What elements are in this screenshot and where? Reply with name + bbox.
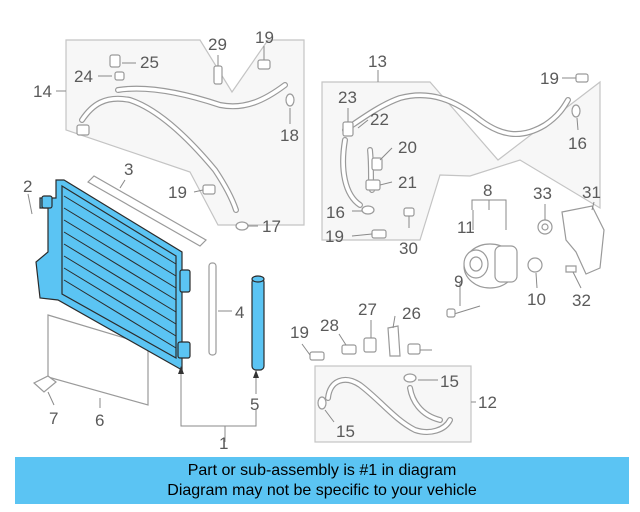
shroud-panel-6 [47,314,149,406]
callout-14: 14 [33,82,52,101]
callout-29: 29 [208,35,227,54]
parts-diagram: 1 2 3 4 5 6 7 8 9 10 11 12 13 14 15 15 1… [23,28,605,453]
callout-25: 25 [140,53,159,72]
callout-4: 4 [235,303,244,322]
group-13-hose-box [321,80,601,241]
callout-10: 10 [527,290,546,309]
callout-32: 32 [572,291,591,310]
callout-18: 18 [280,126,299,145]
callout-17: 17 [262,217,281,236]
seal-strip-3 [87,175,207,247]
callout-19c: 19 [540,69,559,88]
callout-1: 1 [219,434,228,453]
banner-line-1: Part or sub-assembly is #1 in diagram [187,462,457,479]
callout-13: 13 [368,52,387,71]
callout-22: 22 [370,110,389,129]
callout-28: 28 [320,316,339,335]
group-12-hose-box [314,365,472,443]
callout-27: 27 [358,300,377,319]
compressor [371,73,605,318]
callout-19d: 19 [325,227,344,246]
bracket-7 [32,375,57,393]
callout-19e: 19 [290,323,309,342]
banner-line-2: Diagram may not be specific to your vehi… [167,482,477,499]
receiver-drier-5 [251,275,265,371]
callout-5: 5 [250,395,259,414]
callout-3: 3 [124,160,133,179]
callout-30: 30 [399,239,418,258]
callout-7: 7 [49,409,58,428]
callout-33: 33 [533,184,552,203]
callout-19b: 19 [168,183,187,202]
callout-15a: 15 [440,372,459,391]
callout-9: 9 [454,272,463,291]
callout-16a: 16 [568,134,587,153]
callout-21: 21 [398,173,417,192]
callout-2: 2 [23,177,32,196]
callout-8: 8 [483,181,492,200]
condenser-1 [35,179,191,372]
callout-23: 23 [338,88,357,107]
callout-16b: 16 [326,203,345,222]
callout-26: 26 [402,304,421,323]
info-banner: Part or sub-assembly is #1 in diagram Di… [15,457,629,504]
small-fittings [309,325,421,361]
callout-31: 31 [582,183,601,202]
callout-19a: 19 [255,28,274,47]
callout-11: 11 [457,218,475,237]
callout-6: 6 [95,411,104,430]
callout-labels: 1 2 3 4 5 6 7 8 9 10 11 12 13 14 15 15 1… [23,28,601,453]
callout-12: 12 [478,393,497,412]
group-14-hose-box [65,39,305,231]
callout-15b: 15 [336,422,355,441]
side-seal-4 [208,262,217,356]
callout-24: 24 [74,67,93,86]
leader-lines [27,46,595,442]
callout-20: 20 [398,138,417,157]
